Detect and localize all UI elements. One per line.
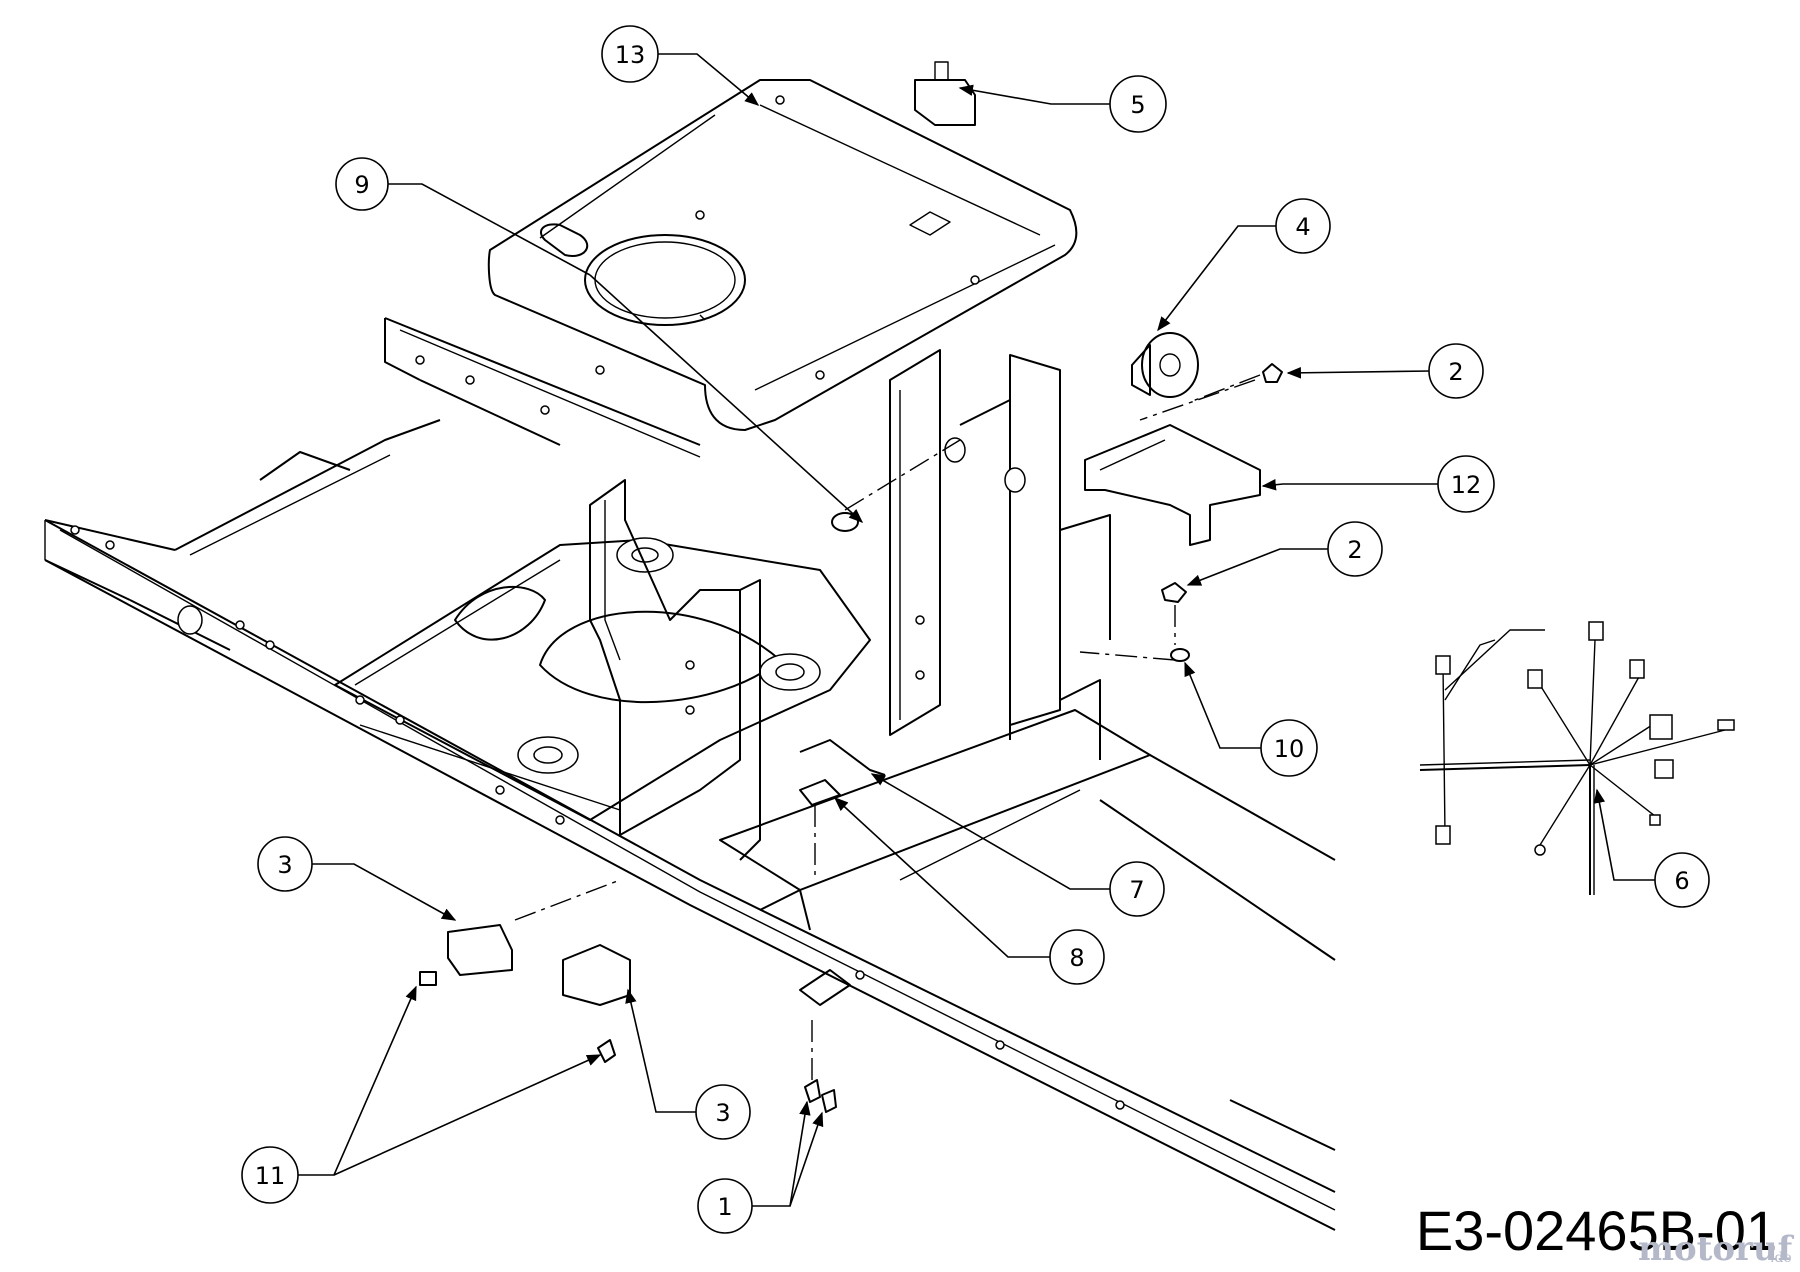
callout-1: 1 — [697, 1178, 753, 1234]
callout-7: 7 — [1109, 861, 1165, 917]
callout-number: 11 — [255, 1162, 286, 1190]
callout-number: 7 — [1129, 876, 1144, 904]
assembly-lines — [514, 374, 1261, 1080]
callout-number: 3 — [277, 851, 292, 879]
callout-number: 12 — [1451, 471, 1482, 499]
callout-number: 10 — [1274, 735, 1305, 763]
callout-11: 11 — [241, 1146, 299, 1204]
callout-number: 2 — [1347, 536, 1362, 564]
callout-number: 2 — [1448, 358, 1463, 386]
callout-9: 9 — [335, 157, 389, 211]
callout-number: 1 — [717, 1193, 732, 1221]
callout-8: 8 — [1049, 929, 1105, 985]
callout-6: 6 — [1654, 852, 1710, 908]
callout-4: 4 — [1275, 198, 1331, 254]
callout-2-lower: 2 — [1327, 521, 1383, 577]
drawing-code: E3-02465B-01 — [1416, 1199, 1777, 1262]
leader-lines — [298, 53, 1656, 1207]
callout-12: 12 — [1437, 455, 1495, 513]
callout-2-upper: 2 — [1428, 343, 1484, 399]
frame-drawing — [44, 317, 1336, 1231]
callout-number: 5 — [1130, 91, 1145, 119]
callout-13: 13 — [601, 25, 659, 83]
callout-number: 9 — [354, 171, 369, 199]
callout-3-right: 3 — [695, 1084, 751, 1140]
callout-number: 13 — [615, 41, 646, 69]
seat-pan-drawing — [487, 79, 1078, 431]
watermark: motoruf .de — [1638, 1229, 1795, 1269]
callout-number: 8 — [1069, 944, 1084, 972]
callout-number: 6 — [1674, 867, 1689, 895]
callout-5: 5 — [1109, 75, 1167, 133]
callout-number: 4 — [1295, 213, 1310, 241]
wiring-harness-drawing — [1419, 621, 1735, 895]
callout-3-left: 3 — [257, 836, 313, 892]
watermark-brand: motoruf — [1638, 1229, 1795, 1269]
watermark-tld: .de — [1770, 1250, 1792, 1266]
callout-number: 3 — [715, 1099, 730, 1127]
callout-10: 10 — [1260, 719, 1318, 777]
